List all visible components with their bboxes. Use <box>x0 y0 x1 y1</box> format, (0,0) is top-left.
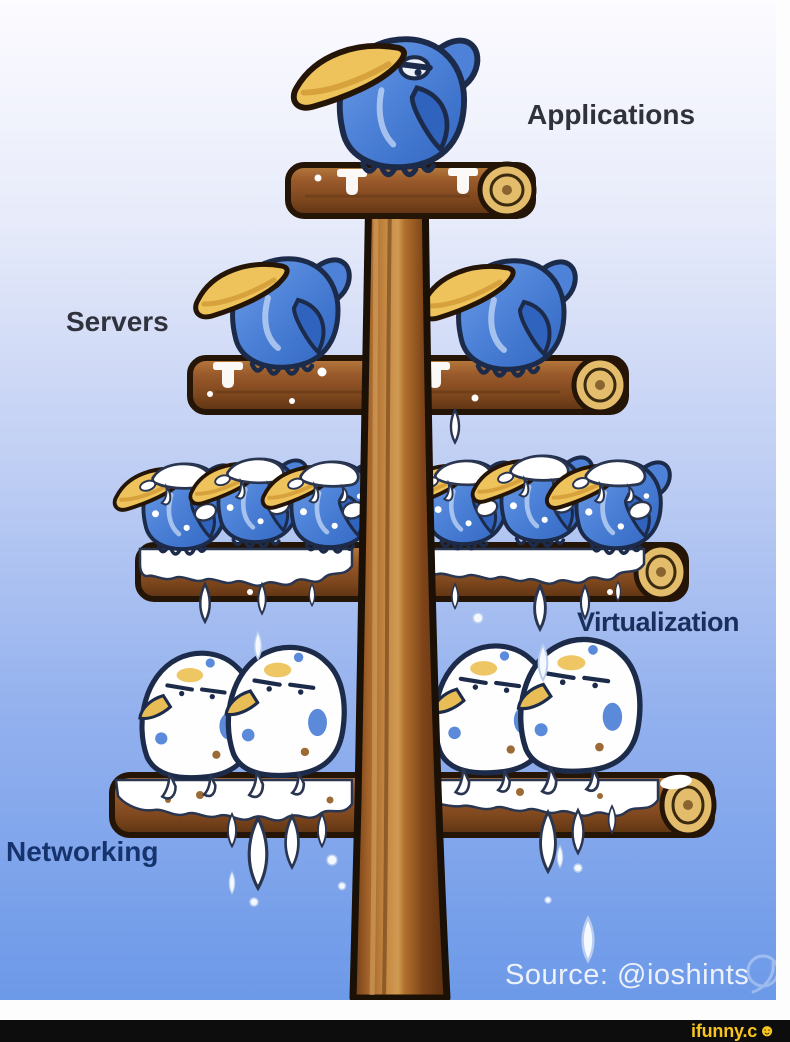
falling-droplets <box>228 612 595 963</box>
right-margin <box>776 0 790 1020</box>
cartoon-illustration <box>0 0 776 1000</box>
ifunny-logo: ifunny.c <box>691 1021 758 1041</box>
branch-virtualization <box>135 542 689 631</box>
branch-applications <box>285 161 537 219</box>
label-applications: Applications <box>527 99 696 130</box>
droppings-on-applications-branch <box>314 168 478 195</box>
smiley-face-icon: ☻ <box>758 1021 776 1040</box>
wooden-pole <box>349 176 451 1000</box>
droppings-on-virtualization-branch <box>138 547 646 631</box>
label-virtualization: Virtualization <box>577 607 740 637</box>
bird-applications <box>290 36 481 178</box>
source-watermark-text: Source: @ioshints <box>505 959 750 991</box>
ifunny-banner: ifunny.c ☻ <box>0 1020 790 1042</box>
droppings-on-servers-branch <box>207 362 479 444</box>
label-networking: Networking <box>6 836 159 867</box>
label-servers: Servers <box>66 306 169 337</box>
source-watermark: Source: @ioshints <box>505 959 749 992</box>
bottom-margin <box>0 1000 790 1020</box>
